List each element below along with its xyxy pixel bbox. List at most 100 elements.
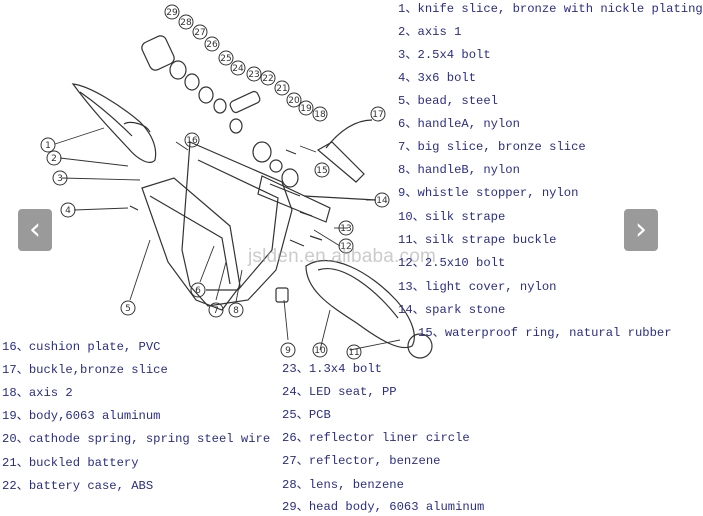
callout-3: 3 (52, 170, 68, 186)
svg-text:25: 25 (220, 54, 231, 64)
svg-text:10: 10 (314, 346, 326, 356)
legend-item-20: 20、cathode spring, spring steel wire (2, 432, 271, 446)
legend-item-11: 11、silk strape buckle (398, 233, 557, 247)
svg-text:15: 15 (316, 166, 327, 176)
legend-item-4: 4、3x6 bolt (398, 71, 477, 85)
callout-8: 8 (228, 302, 244, 318)
svg-text:22: 22 (262, 74, 273, 84)
legend-item-26: 26、reflector liner circle (282, 431, 470, 445)
callout-17: 17 (370, 106, 386, 122)
legend-item-7: 7、big slice, bronze slice (398, 140, 586, 154)
legend-item-5: 5、bead, steel (398, 94, 498, 108)
svg-text:14: 14 (376, 196, 388, 206)
svg-text:24: 24 (232, 64, 244, 74)
svg-text:29: 29 (166, 8, 178, 18)
legend-item-14: 14、spark stone (398, 303, 506, 317)
svg-text:23: 23 (248, 70, 259, 80)
svg-text:12: 12 (340, 242, 351, 252)
callout-26: 26 (204, 36, 220, 52)
callout-27: 27 (192, 24, 208, 40)
svg-text:13: 13 (340, 224, 351, 234)
callout-29: 29 (164, 4, 180, 20)
callout-13: 13 (338, 220, 354, 236)
callout-11: 11 (346, 344, 362, 360)
legend-item-17: 17、buckle,bronze slice (2, 363, 168, 377)
svg-text:5: 5 (125, 304, 131, 314)
legend-item-6: 6、handleA, nylon (398, 117, 520, 131)
callout-23: 23 (246, 66, 262, 82)
legend-item-9: 9、whistle stopper, nylon (398, 186, 579, 200)
legend-item-18: 18、axis 2 (2, 386, 73, 400)
callout-15: 15 (314, 162, 330, 178)
svg-text:11: 11 (348, 348, 359, 358)
legend-item-21: 21、buckled battery (2, 456, 139, 470)
callout-24: 24 (230, 60, 246, 76)
callout-25: 25 (218, 50, 234, 66)
legend-item-16: 16、cushion plate, PVC (2, 340, 161, 354)
svg-text:2: 2 (51, 154, 57, 164)
strap-buckle (407, 333, 433, 359)
silk-strap (305, 260, 415, 349)
svg-text:18: 18 (314, 110, 326, 120)
bolts (129, 149, 323, 247)
svg-text:4: 4 (65, 206, 71, 216)
legend-item-15: 15、waterproof ring, natural rubber (418, 326, 672, 340)
svg-text:7: 7 (213, 306, 219, 316)
callout-21: 21 (274, 80, 290, 96)
svg-text:3: 3 (57, 174, 63, 184)
callout-12: 12 (338, 238, 354, 254)
spark-stone (303, 195, 377, 201)
svg-text:21: 21 (276, 84, 287, 94)
whistle-stopper (275, 287, 289, 303)
legend-item-3: 3、2.5x4 bolt (398, 48, 491, 62)
svg-text:27: 27 (194, 28, 205, 38)
callout-10: 10 (312, 342, 328, 358)
callout-16: 16 (184, 132, 200, 148)
callout-28: 28 (178, 14, 194, 30)
callout-18: 18 (312, 106, 328, 122)
buckle-slice (316, 141, 365, 183)
light-cover (257, 175, 331, 223)
legend-item-24: 24、LED seat, PP (282, 385, 397, 399)
callout-2: 2 (46, 150, 62, 166)
legend-item-19: 19、body,6063 aluminum (2, 409, 161, 423)
callout-19: 19 (298, 100, 314, 116)
callout-1: 1 (40, 137, 56, 153)
legend-item-28: 28、lens, benzene (282, 478, 404, 492)
svg-text:8: 8 (233, 306, 239, 316)
legend-item-29: 29、head body, 6063 aluminum (282, 500, 485, 514)
callout-7: 7 (208, 302, 224, 318)
svg-text:9: 9 (285, 346, 291, 356)
legend-item-2: 2、axis 1 (398, 25, 462, 39)
callout-20: 20 (286, 92, 302, 108)
svg-text:26: 26 (206, 40, 218, 50)
next-image-button[interactable]: › (624, 209, 658, 251)
knife-blade (71, 83, 157, 163)
svg-text:6: 6 (195, 286, 201, 296)
svg-text:16: 16 (186, 136, 198, 146)
chevron-right-icon: › (635, 212, 647, 247)
legend-item-13: 13、light cover, nylon (398, 280, 557, 294)
handle-b (141, 177, 241, 311)
prev-image-button[interactable]: ‹ (18, 209, 52, 251)
chevron-left-icon: ‹ (29, 212, 41, 247)
callout-14: 14 (374, 192, 390, 208)
callout-6: 6 (190, 282, 206, 298)
callout-4: 4 (60, 202, 76, 218)
head-assembly (141, 35, 299, 188)
legend-item-22: 22、battery case, ABS (2, 479, 154, 493)
legend-item-27: 27、reflector, benzene (282, 454, 441, 468)
svg-text:1: 1 (45, 141, 51, 151)
legend-item-10: 10、silk strape (398, 210, 506, 224)
svg-text:28: 28 (180, 18, 192, 28)
watermark: jslden.en.alibaba.com (248, 246, 436, 267)
legend-item-1: 1、knife slice, bronze with nickle platin… (398, 2, 703, 16)
legend-item-23: 23、1.3x4 bolt (282, 362, 382, 376)
svg-text:19: 19 (300, 104, 312, 114)
callout-9: 9 (280, 342, 296, 358)
svg-text:17: 17 (372, 110, 383, 120)
handle-a (181, 141, 293, 307)
svg-text:20: 20 (288, 96, 300, 106)
callout-5: 5 (120, 300, 136, 316)
legend-item-25: 25、PCB (282, 408, 331, 422)
